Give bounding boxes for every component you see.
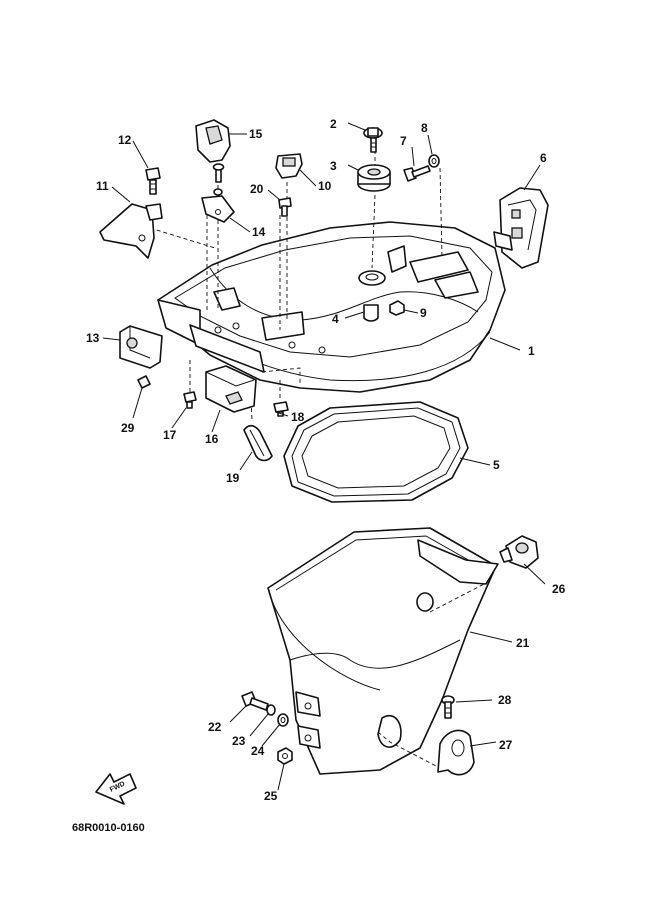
bolt-part-12 bbox=[145, 167, 161, 195]
washer-part-8 bbox=[428, 154, 440, 168]
callout-16: 16 bbox=[205, 432, 219, 446]
callout-2: 2 bbox=[330, 117, 337, 131]
callout-27: 27 bbox=[499, 738, 513, 752]
clip-part-10 bbox=[275, 153, 303, 179]
seal-part-5 bbox=[283, 401, 469, 503]
bracket-part-6 bbox=[493, 187, 549, 269]
bolt-part-22 bbox=[241, 691, 269, 711]
forward-arrow-icon: FWD bbox=[95, 773, 137, 805]
callout-12: 12 bbox=[118, 133, 132, 147]
part-code-label: 68R0010-0160 bbox=[72, 822, 145, 834]
callout-20: 20 bbox=[250, 182, 264, 196]
panel-part-16 bbox=[205, 365, 257, 413]
bottom-cowling-lower-part bbox=[267, 527, 499, 775]
callout-5: 5 bbox=[493, 458, 500, 472]
callout-22: 22 bbox=[208, 720, 222, 734]
callout-19: 19 bbox=[226, 471, 240, 485]
screw-part-28 bbox=[441, 695, 455, 719]
callout-4: 4 bbox=[332, 312, 339, 326]
callout-17: 17 bbox=[163, 428, 177, 442]
callout-1: 1 bbox=[528, 344, 535, 358]
clamp-part-27 bbox=[437, 729, 475, 776]
callout-8: 8 bbox=[421, 121, 428, 135]
callout-29: 29 bbox=[121, 421, 135, 435]
grommet-part-3 bbox=[357, 164, 391, 192]
bolt-part-2 bbox=[363, 127, 383, 153]
callout-7: 7 bbox=[400, 134, 407, 148]
callout-6: 6 bbox=[540, 151, 547, 165]
bracket-part-11 bbox=[99, 203, 163, 259]
screw-part-20 bbox=[278, 197, 292, 217]
bracket-part-14 bbox=[201, 163, 235, 223]
callout-14: 14 bbox=[252, 225, 266, 239]
cover-part-13 bbox=[119, 325, 163, 369]
callout-15: 15 bbox=[249, 127, 263, 141]
grommet-part-26 bbox=[499, 535, 539, 569]
nut-part-25 bbox=[277, 747, 293, 765]
callout-28: 28 bbox=[498, 693, 512, 707]
washer-part-24 bbox=[277, 713, 289, 727]
screw-part-17 bbox=[183, 391, 197, 409]
washer-part-23 bbox=[266, 704, 276, 716]
callout-23: 23 bbox=[232, 734, 246, 748]
cap-part-29 bbox=[137, 375, 151, 389]
callout-25: 25 bbox=[264, 789, 278, 803]
callout-numbers: 1 2 3 4 5 6 7 8 9 10 11 12 13 14 15 16 1… bbox=[86, 117, 566, 803]
bolt-part-7 bbox=[403, 165, 431, 182]
callout-leaders bbox=[102, 122, 546, 791]
callout-21: 21 bbox=[516, 636, 530, 650]
seal-strip-part-19 bbox=[243, 424, 273, 462]
callout-3: 3 bbox=[330, 159, 337, 173]
bracket-part-15 bbox=[195, 119, 231, 163]
callout-13: 13 bbox=[86, 331, 100, 345]
callout-9: 9 bbox=[420, 306, 427, 320]
callout-24: 24 bbox=[251, 744, 265, 758]
callout-26: 26 bbox=[552, 582, 566, 596]
callout-18: 18 bbox=[291, 410, 305, 424]
callout-11: 11 bbox=[96, 179, 109, 193]
callout-10: 10 bbox=[318, 179, 332, 193]
bottom-cowling-upper-part bbox=[157, 221, 506, 393]
